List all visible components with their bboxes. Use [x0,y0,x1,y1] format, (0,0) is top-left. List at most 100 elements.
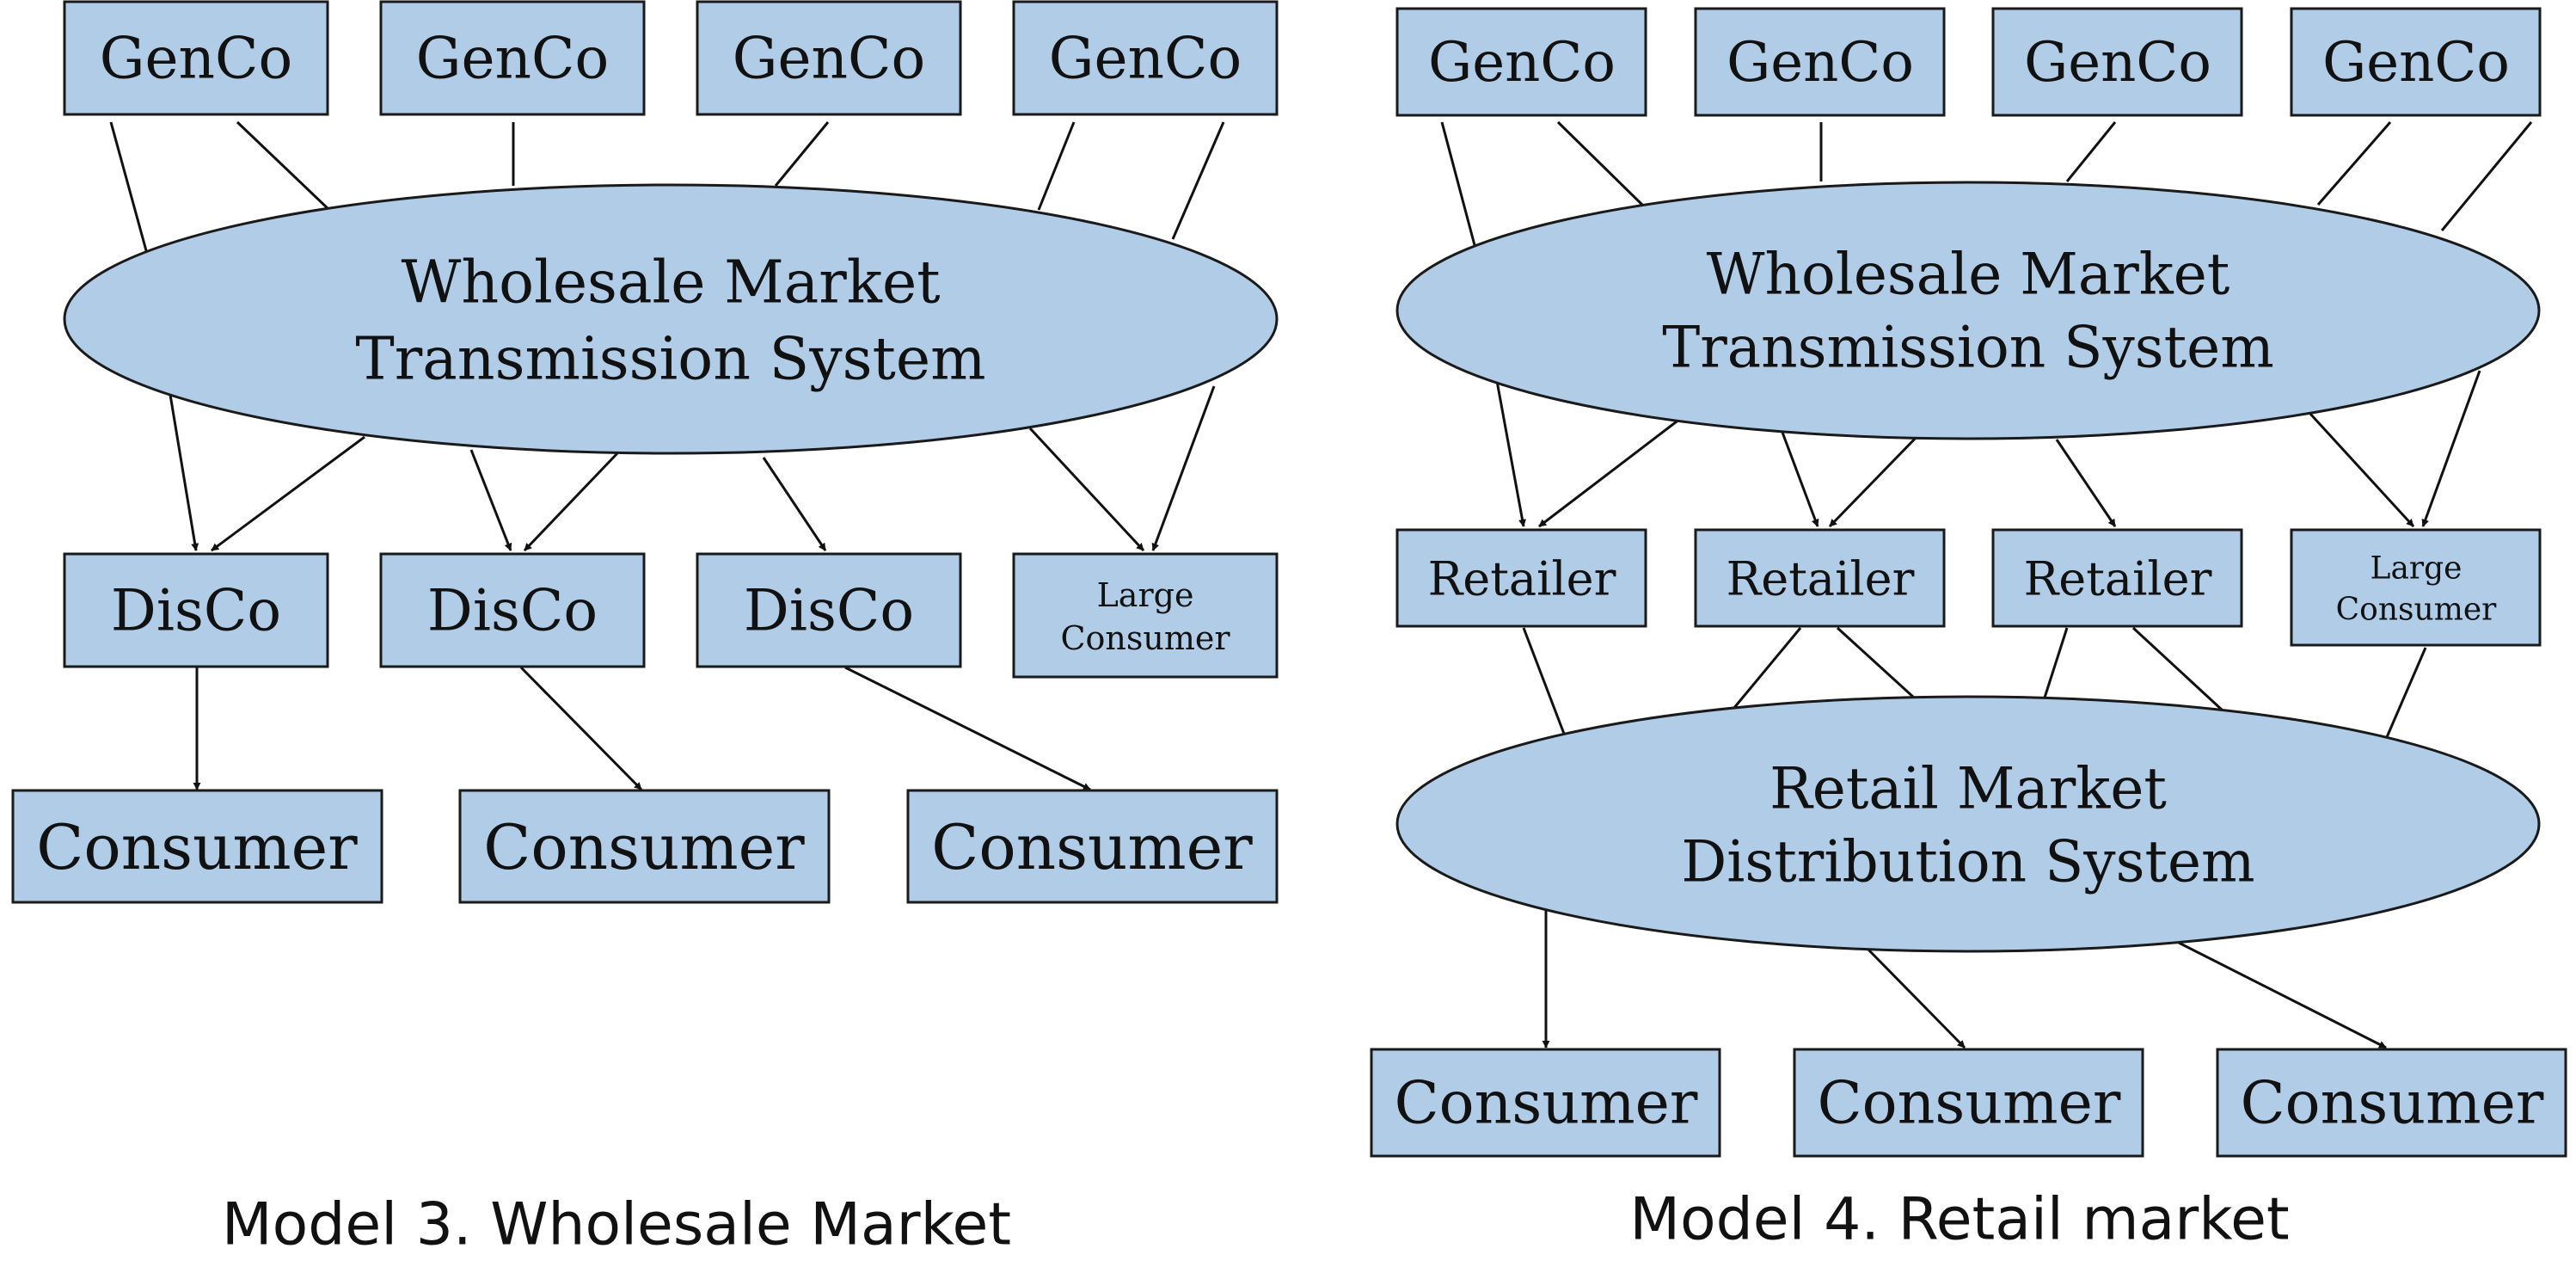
disco-label: DisCo [111,578,281,644]
edge [1171,121,1225,240]
edge [1037,121,1076,211]
ellipse-label-line2: Distribution System [1681,829,2254,895]
disco-label: DisCo [427,578,598,644]
large-consumer-label-line2: Consumer [2336,593,2498,628]
model4-retail-edges [1495,370,2481,528]
model-3-wholesale-market: GenCo GenCo GenCo GenCo Wholesale Market… [11,0,1279,1259]
consumer-label: Consumer [1818,1070,2121,1138]
disco-label: DisCo [744,578,914,644]
edge [1836,626,1916,699]
edge [2131,626,2224,712]
consumer-label: Consumer [931,811,1253,883]
genco-label: GenCo [1727,31,1914,95]
arrow-edge [762,457,827,551]
arrow-edge [523,452,619,552]
model4-retailer-row: Retailer Retailer Retailer Large Consume… [1395,528,2542,647]
arrow-edge [1780,429,1819,527]
genco-box [696,0,962,116]
arrow-edge [1495,380,1526,527]
consumer-box [11,789,383,904]
arrow-edge [469,449,512,551]
genco-box [1694,7,1946,117]
edge [2440,121,2533,231]
ellipse-label-line1: Wholesale Market [1707,242,2230,308]
edge [2065,121,2117,182]
edge [1732,627,1802,710]
large-consumer-label-line2: Consumer [1060,619,1230,657]
large-consumer-box [2290,528,2542,647]
model4-caption: Model 4. Retail market [1629,1186,2289,1254]
disco-box [696,552,962,668]
large-consumer-box [1012,552,1279,679]
consumer-box [2216,1048,2567,1158]
consumer-box [458,789,831,904]
edge [1440,121,1476,246]
retailer-box [1991,528,2243,628]
arrow-edge [2055,439,2117,527]
model-4-retail-market: GenCo GenCo GenCo GenCo Wholesale Market… [1370,7,2567,1254]
ellipse-shape [1395,695,2541,953]
large-consumer-label-line1: Large [2371,551,2463,587]
disco-box [63,552,329,668]
genco-label: GenCo [2024,31,2211,95]
model4-genco-row: GenCo GenCo GenCo GenCo [1395,7,2542,117]
model4-retail-market-ellipse: Retail Market Distribution System [1395,695,2541,953]
arrow-edge [519,666,643,791]
large-consumer-label-line1: Large [1097,576,1194,614]
model4-retailer-edges [1522,626,2427,738]
model3-genco-edges [109,120,1225,255]
retailer-label: Retailer [1727,552,1915,606]
model3-consumer-row: Consumer Consumer Consumer [11,789,1279,904]
edge [1556,120,1646,208]
arrow-edge [1151,385,1216,551]
model3-wholesale-market-ellipse: Wholesale Market Transmission System [63,183,1279,455]
arrow-edge [844,666,1091,791]
consumer-box [1793,1048,2144,1158]
edge [109,121,149,255]
ellipse-shape [63,183,1279,455]
genco-box [1991,7,2243,117]
edge [2043,627,2069,698]
arrow-edge [2308,411,2415,528]
genco-label: GenCo [733,26,926,92]
arrow-edge [1866,947,1966,1049]
arrow-edge [2178,941,2387,1049]
ellipse-label-line1: Retail Market [1769,756,2167,822]
arrow-edge [1538,417,1681,528]
retailer-box [1395,528,1647,628]
arrow-edge [1028,427,1145,552]
genco-label: GenCo [2322,31,2510,95]
model3-distribution-edges [169,385,1216,552]
model3-consumer-edges [193,666,1091,791]
consumer-label: Consumer [2241,1070,2544,1138]
model4-genco-edges [1440,120,2533,246]
arrow-edge [2421,370,2481,527]
consumer-label: Consumer [1395,1070,1698,1138]
ellipse-label-line1: Wholesale Market [401,249,940,317]
genco-box [63,0,329,116]
model3-genco-row: GenCo GenCo GenCo GenCo [63,0,1279,116]
ellipse-label-line2: Transmission System [1662,315,2274,381]
genco-box [1395,7,1647,117]
model4-consumer-row: Consumer Consumer Consumer [1370,1048,2567,1158]
genco-label: GenCo [416,26,610,92]
model3-caption: Model 3. Wholesale Market [222,1191,1011,1259]
edge [2316,121,2392,206]
genco-label: GenCo [100,26,293,92]
genco-box [2290,7,2542,117]
arrow-edge [1828,433,1921,528]
arrow-edge [211,435,365,552]
edge [774,121,830,187]
edge [236,120,331,212]
retailer-box [1694,528,1946,628]
consumer-label: Consumer [483,811,805,883]
consumer-label: Consumer [36,811,358,883]
consumer-box [906,789,1279,904]
consumer-box [1370,1048,1721,1158]
disco-box [379,552,646,668]
retailer-label: Retailer [2024,552,2212,606]
genco-label: GenCo [1049,26,1242,92]
genco-box [379,0,646,116]
arrow-edge [169,394,199,551]
